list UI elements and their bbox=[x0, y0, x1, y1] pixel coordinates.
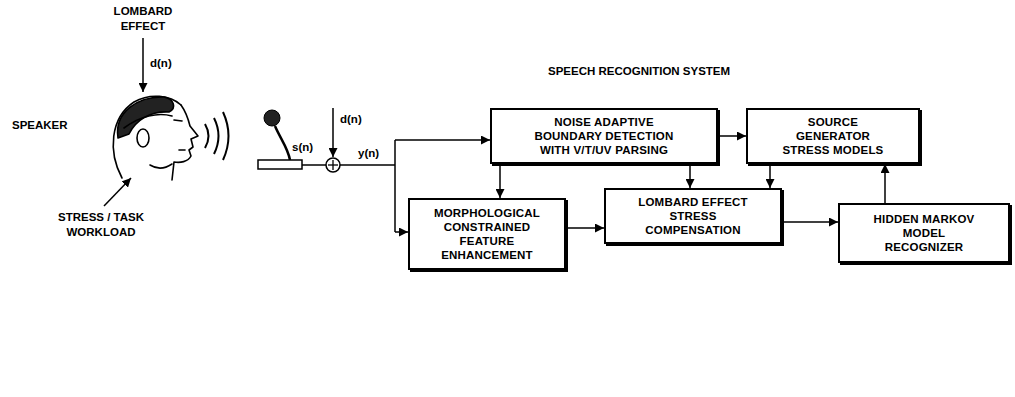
flow-arrow bbox=[718, 135, 746, 137]
flow-arrow bbox=[782, 221, 838, 223]
mic-stem bbox=[275, 126, 290, 160]
hair bbox=[118, 97, 174, 138]
sound-waves bbox=[205, 112, 229, 160]
box-label: MORPHOLOGICAL CONSTRAINED FEATURE ENHANC… bbox=[430, 206, 545, 262]
annotation-label: STRESS / TASK WORKLOAD bbox=[40, 210, 162, 240]
box-label: NOISE ADAPTIVE BOUNDARY DETECTION WITH V… bbox=[529, 115, 679, 157]
mouth bbox=[179, 149, 185, 151]
eye bbox=[174, 120, 182, 121]
signal-wire bbox=[394, 140, 396, 232]
summing-junction bbox=[326, 158, 340, 172]
annotation-label: y(n) bbox=[358, 146, 379, 161]
process-box: MORPHOLOGICAL CONSTRAINED FEATURE ENHANC… bbox=[408, 198, 566, 270]
speaker-head bbox=[113, 96, 198, 180]
annotation-label: SPEECH RECOGNITION SYSTEM bbox=[548, 64, 730, 79]
sound-wave bbox=[223, 112, 229, 160]
sound-wave bbox=[214, 118, 219, 154]
hair-line bbox=[124, 115, 172, 129]
signal-arrow bbox=[395, 139, 490, 141]
signal-wire bbox=[302, 164, 326, 166]
mic-base bbox=[258, 160, 302, 169]
flow-arrow bbox=[884, 164, 886, 203]
microphone bbox=[258, 110, 302, 169]
flow-arrow bbox=[566, 227, 604, 229]
annotation-label: SPEAKER bbox=[12, 118, 68, 133]
head-outline bbox=[113, 96, 181, 178]
signal-arrow bbox=[395, 231, 408, 233]
signal-wire bbox=[340, 164, 395, 166]
junction-circle bbox=[326, 158, 340, 172]
jaw bbox=[150, 164, 172, 168]
plus-sign bbox=[332, 160, 333, 170]
process-box: SOURCE GENERATOR STRESS MODELS bbox=[746, 108, 920, 164]
annotation-label: d(n) bbox=[150, 56, 172, 71]
face-profile bbox=[172, 105, 198, 180]
flow-arrow bbox=[769, 164, 771, 188]
annotation-label: s(n) bbox=[292, 140, 313, 155]
process-box: NOISE ADAPTIVE BOUNDARY DETECTION WITH V… bbox=[490, 108, 718, 164]
process-box: HIDDEN MARKOV MODEL RECOGNIZER bbox=[838, 203, 1010, 263]
box-label: LOMBARD EFFECT STRESS COMPENSATION bbox=[633, 195, 753, 237]
process-box: LOMBARD EFFECT STRESS COMPENSATION bbox=[604, 188, 782, 244]
box-label: SOURCE GENERATOR STRESS MODELS bbox=[778, 115, 888, 157]
sound-wave bbox=[205, 124, 209, 148]
stress-arrow bbox=[104, 178, 131, 206]
box-label: HIDDEN MARKOV MODEL RECOGNIZER bbox=[868, 212, 980, 254]
annotation-label: LOMBARD EFFECT bbox=[103, 4, 183, 34]
mic-head bbox=[264, 110, 280, 126]
flow-arrow bbox=[499, 164, 501, 198]
noise-arrow bbox=[142, 38, 144, 92]
flow-arrow bbox=[689, 164, 691, 188]
ear bbox=[137, 129, 149, 147]
noise-arrow bbox=[332, 108, 334, 157]
annotation-label: d(n) bbox=[340, 112, 362, 127]
